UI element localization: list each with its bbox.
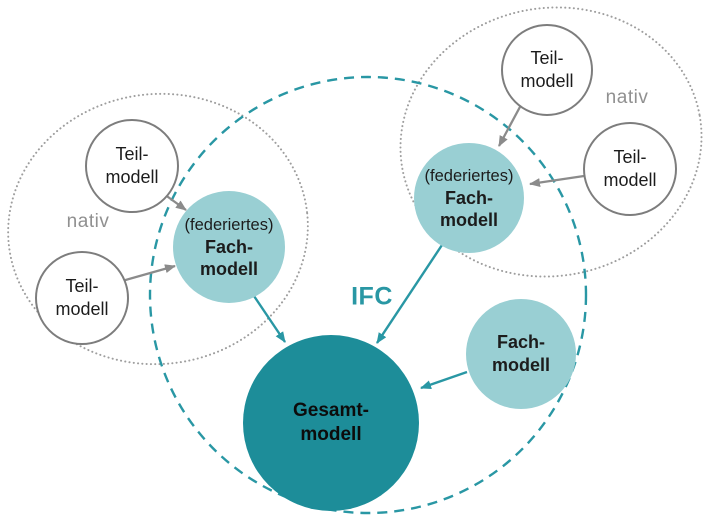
node-label-line: modell <box>491 355 550 375</box>
node-label-line: Fach- <box>496 332 545 352</box>
node-label-line: modell <box>199 258 258 279</box>
node-teilmodell-topleft-2: Teil- modell <box>35 251 129 345</box>
node-label-line: modell <box>300 424 362 445</box>
ifc-label: IFC <box>351 282 393 311</box>
node-teilmodell-topleft-1: Teil- modell <box>85 119 179 213</box>
node-federiertes-fachmodell-left: (federiertes) Fach- modell <box>173 191 285 303</box>
node-teilmodell-topright-2: Teil- modell <box>583 122 677 216</box>
node-label-line: Teil- <box>613 147 647 167</box>
node-fachmodell-plain: Fach- modell <box>466 299 576 409</box>
node-label-line: Gesamt- <box>292 400 370 421</box>
dashed-ifc-boundary-circle <box>148 75 588 515</box>
node-label-line: Fach- <box>444 187 493 208</box>
node-label-line: (federiertes) <box>184 215 274 234</box>
node-label-line: modell <box>105 167 159 187</box>
node-label-line: Teil- <box>115 144 149 164</box>
arrow-teil-to-fach-left-bottom <box>121 264 176 283</box>
node-gesamtmodell: Gesamt- modell <box>243 335 419 511</box>
arrow-teil-to-fach-right-side <box>529 174 585 187</box>
arrow-fachright-to-gesamt <box>375 244 444 344</box>
node-label-line: modell <box>520 71 574 91</box>
node-teilmodell-topright-1: Teil- modell <box>501 24 593 116</box>
nativ-label-right: nativ <box>605 87 649 108</box>
nativ-label-left: nativ <box>66 211 110 232</box>
node-label-line: modell <box>55 299 109 319</box>
arrow-fachleft-to-gesamt <box>253 295 286 343</box>
node-label-line: Teil- <box>530 48 564 68</box>
dotted-group-ellipse-left <box>7 92 309 366</box>
arrow-teil-to-fach-right-top <box>497 104 523 147</box>
node-label-line: (federiertes) <box>424 166 514 185</box>
node-label-line: Fach- <box>204 236 253 257</box>
dotted-group-ellipse-right <box>399 6 703 278</box>
node-label-line: modell <box>603 170 657 190</box>
arrow-fachplain-to-gesamt <box>420 370 468 390</box>
node-label-line: modell <box>439 209 498 230</box>
node-label-line: Teil- <box>65 276 99 296</box>
node-federiertes-fachmodell-right: (federiertes) Fach- modell <box>414 143 524 253</box>
